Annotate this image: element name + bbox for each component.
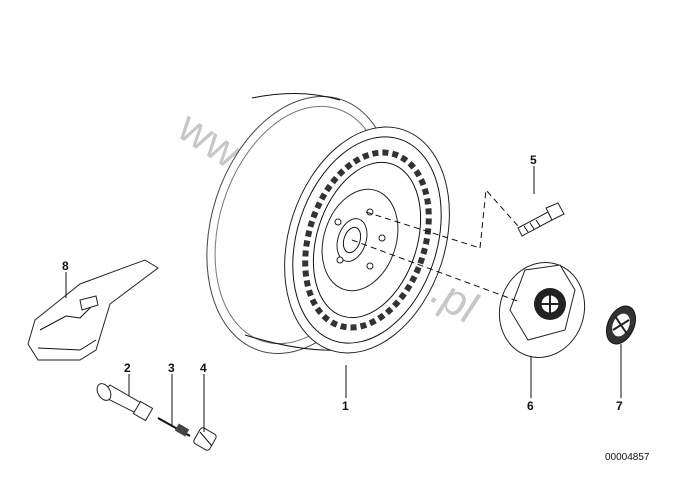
wheel-tool[interactable]	[27, 259, 159, 361]
callout-4: 4	[200, 361, 207, 375]
callout-3: 3	[168, 361, 175, 375]
leader-lines	[65, 166, 622, 432]
callout-5: 5	[530, 153, 537, 167]
valve-core[interactable]	[157, 417, 191, 437]
callout-6: 6	[527, 399, 534, 413]
callout-7: 7	[616, 399, 623, 413]
hub-cap[interactable]	[487, 251, 597, 368]
wheel-bolt[interactable]	[517, 202, 565, 237]
reference-code: 00004857	[605, 452, 650, 463]
valve-cap[interactable]	[193, 427, 218, 452]
valve-stem[interactable]	[94, 381, 154, 422]
assembly-lines	[351, 188, 521, 303]
callout-1: 1	[342, 399, 349, 413]
callout-8: 8	[62, 259, 69, 273]
callout-2: 2	[124, 361, 131, 375]
emblem[interactable]	[601, 301, 641, 348]
steel-wheel-rim[interactable]	[176, 72, 478, 377]
